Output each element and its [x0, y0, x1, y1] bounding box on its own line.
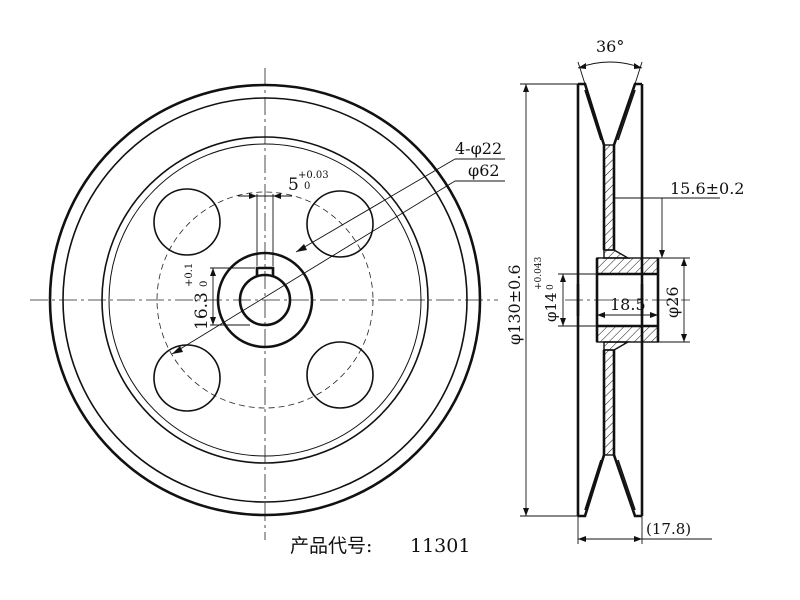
pcd-leader-line	[171, 180, 456, 355]
keyway-width-value: 5	[288, 175, 299, 195]
angle-extension-right	[634, 61, 643, 85]
web-section-bottom	[603, 349, 615, 456]
product-code-label: 产品代号:	[290, 535, 372, 557]
pcd-dim-text: φ62	[468, 161, 500, 180]
keyway-width-arrow-right	[273, 193, 281, 199]
front-view: 5 +0.03 0 16.3 +0.1 0 4-φ22 φ62	[30, 68, 505, 540]
groove-depth-text: 15.6±0.2	[670, 179, 744, 198]
holes-leader-line	[295, 158, 456, 253]
hub-section-bottom	[596, 325, 659, 343]
width-arrow-left	[578, 536, 586, 542]
web-section-top	[603, 144, 615, 251]
angle-arc	[577, 61, 643, 69]
outer-dia-arrow-top	[523, 84, 529, 92]
outer-dia-arrow-bottom	[523, 508, 529, 516]
bore-circle	[238, 273, 292, 327]
outer-dia-text: φ130±0.6	[505, 264, 524, 345]
keyway-width-arrow-left	[249, 193, 257, 199]
angle-arrow-right	[634, 63, 642, 69]
product-code-value: 11301	[410, 535, 470, 557]
lightening-hole-bottom-right	[306, 341, 374, 409]
hub-length-arrow-left	[597, 312, 605, 318]
angle-extension-left	[577, 61, 586, 85]
side-view: 36° 15.6±0.2 φ130±0.6 φ14 +0.043 0	[505, 37, 744, 544]
top-groove-inner-right	[617, 89, 636, 141]
outer-rim-circle	[48, 83, 482, 517]
keyway-depth-arrow-top	[210, 268, 216, 276]
keyway	[255, 266, 275, 276]
fillet-bottom	[603, 341, 631, 351]
keyway-depth-arrow-bottom	[210, 317, 216, 325]
bore-dim-text: φ14	[542, 292, 560, 322]
groove-angle-text: 36°	[596, 37, 624, 56]
top-groove-inner-left	[584, 89, 602, 141]
pcd-leader-arrow	[172, 346, 183, 354]
groove-depth-arrow	[659, 250, 665, 258]
overall-width-text: (17.8)	[646, 520, 691, 538]
web-edge-circle	[108, 143, 422, 457]
keyway-depth-tol-lower: 0	[199, 281, 210, 287]
width-arrow-right	[634, 536, 642, 542]
hub-section-top	[596, 257, 659, 275]
fillet-top	[603, 249, 631, 259]
keyway-depth-tol-upper: +0.1	[184, 263, 195, 287]
keyway-width-tol-upper: +0.03	[298, 170, 329, 181]
lightening-hole-top-right	[306, 190, 374, 258]
keyway-width-tol-lower: 0	[304, 181, 310, 192]
keyway-depth-value: 16.3	[192, 292, 212, 330]
hub-length-arrow-right	[650, 312, 658, 318]
lightening-hole-top-left	[153, 188, 221, 256]
hub-dia-arrow-bottom	[681, 334, 687, 342]
bottom-groove-inner-right	[617, 459, 636, 511]
hub-outer-circle	[216, 251, 314, 349]
bore-tol-upper: +0.043	[534, 256, 544, 290]
hub-dia-text: φ26	[663, 286, 682, 318]
holes-dim-text: 4-φ22	[455, 139, 502, 158]
bore-arrow-bottom	[560, 318, 566, 326]
groove-outer-circle	[62, 97, 468, 503]
bore-tol-lower: 0	[546, 284, 556, 290]
holes-leader-arrow	[296, 244, 307, 252]
groove-bottom-circle	[101, 136, 429, 464]
bottom-groove-inner-left	[584, 459, 602, 511]
hub-length-text: 18.5	[610, 295, 646, 314]
hole-pitch-circle	[156, 191, 374, 409]
angle-arrow-left	[578, 63, 586, 69]
lightening-hole-bottom-left	[153, 344, 221, 412]
bore-arrow-top	[560, 274, 566, 282]
hub-dia-arrow-top	[681, 258, 687, 266]
